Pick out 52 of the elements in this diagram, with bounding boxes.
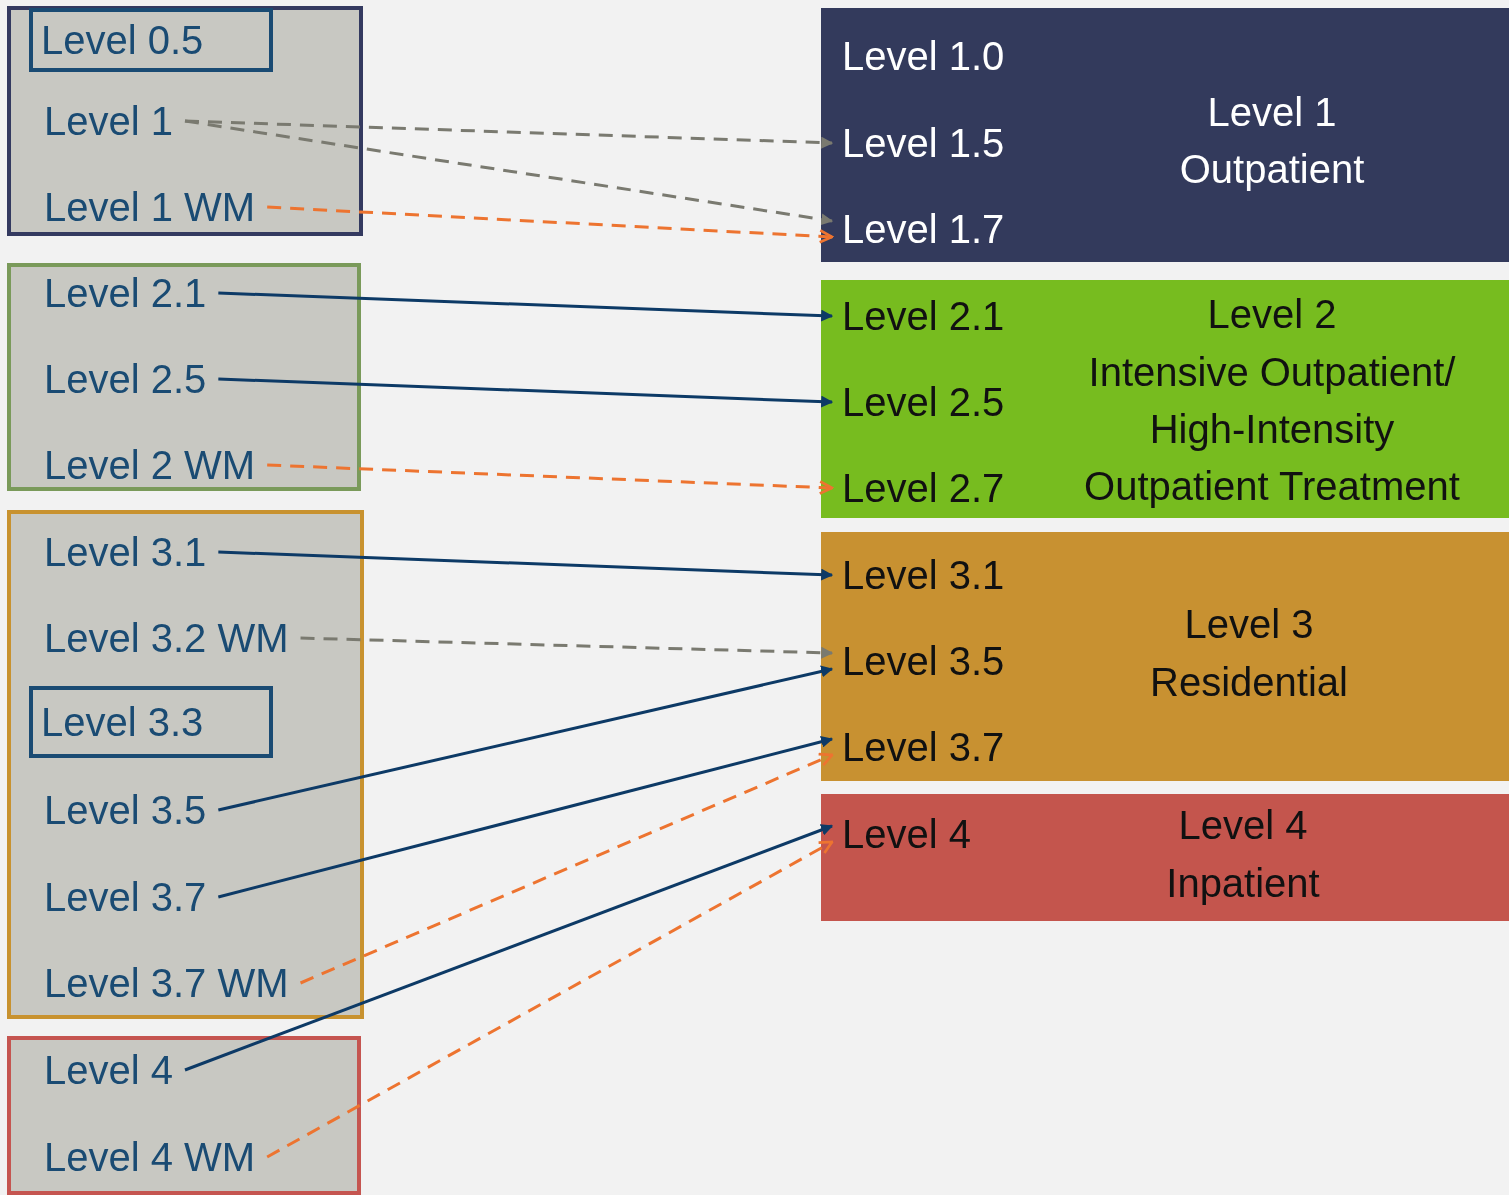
outlined-level-label: Level 0.5 bbox=[29, 8, 273, 72]
connector-arrow bbox=[266, 840, 834, 1159]
level-label: Level 1 WM bbox=[44, 183, 256, 231]
level-label: Level 3.7 WM bbox=[44, 959, 289, 1007]
level-label: Level 3.2 WM bbox=[44, 614, 289, 662]
level-label: Level 2.7 bbox=[832, 464, 1005, 512]
band-description: Inpatient bbox=[1165, 860, 1321, 907]
connector-arrow bbox=[184, 824, 834, 1072]
level-label: Level 4 bbox=[44, 1046, 173, 1094]
level-label: Level 3.5 bbox=[44, 786, 207, 834]
level-label: Level 3.7 bbox=[832, 723, 1005, 771]
band-description: Residential bbox=[1149, 659, 1349, 706]
band-heading: Level 4 bbox=[1177, 802, 1309, 849]
group-frame bbox=[7, 6, 363, 236]
level-label: Level 3.1 bbox=[832, 551, 1005, 599]
level-label: Level 2.5 bbox=[44, 355, 207, 403]
band-heading: Level 2 bbox=[1206, 291, 1338, 338]
level-label: Level 4 bbox=[832, 810, 971, 858]
level-label: Level 3.7 bbox=[44, 873, 207, 921]
connector-arrow bbox=[218, 665, 834, 812]
level-band bbox=[821, 794, 1509, 921]
level-label: Level 4 WM bbox=[44, 1133, 256, 1181]
connector-arrow bbox=[217, 735, 834, 899]
band-heading: Level 3 bbox=[1183, 601, 1315, 648]
level-band bbox=[821, 8, 1509, 262]
level-band bbox=[821, 280, 1509, 518]
outlined-level-label: Level 3.3 bbox=[29, 686, 273, 758]
level-label: Level 2 WM bbox=[44, 441, 256, 489]
level-label: Level 1.7 bbox=[832, 205, 1005, 253]
band-heading: Level 1 bbox=[1206, 89, 1338, 136]
level-label: Level 2.5 bbox=[832, 378, 1005, 426]
band-description: Outpatient bbox=[1178, 146, 1366, 193]
group-frame bbox=[7, 263, 361, 491]
connector-arrow bbox=[299, 752, 834, 985]
level-label: Level 1.5 bbox=[832, 119, 1005, 167]
level-label: Level 2.1 bbox=[44, 269, 207, 317]
connector-arrow bbox=[267, 205, 834, 244]
connector-arrow bbox=[184, 119, 834, 226]
connector-arrow bbox=[218, 550, 834, 581]
connector-arrow bbox=[218, 377, 834, 408]
group-frame bbox=[7, 1036, 361, 1195]
connector-arrow bbox=[218, 291, 834, 322]
group-frame bbox=[7, 510, 364, 1019]
level-label: Level 2.1 bbox=[832, 292, 1005, 340]
band-description: Intensive Outpatient/ High-Intensity Outpatient Treatment bbox=[1083, 349, 1461, 510]
level-label: Level 1 bbox=[44, 97, 173, 145]
connector-arrow bbox=[267, 463, 834, 495]
level-label: Level 1.0 bbox=[832, 32, 1005, 80]
level-label: Level 3.1 bbox=[44, 528, 207, 576]
level-band bbox=[821, 532, 1509, 781]
connector-arrow bbox=[300, 636, 834, 659]
level-label: Level 3.5 bbox=[832, 637, 1005, 685]
